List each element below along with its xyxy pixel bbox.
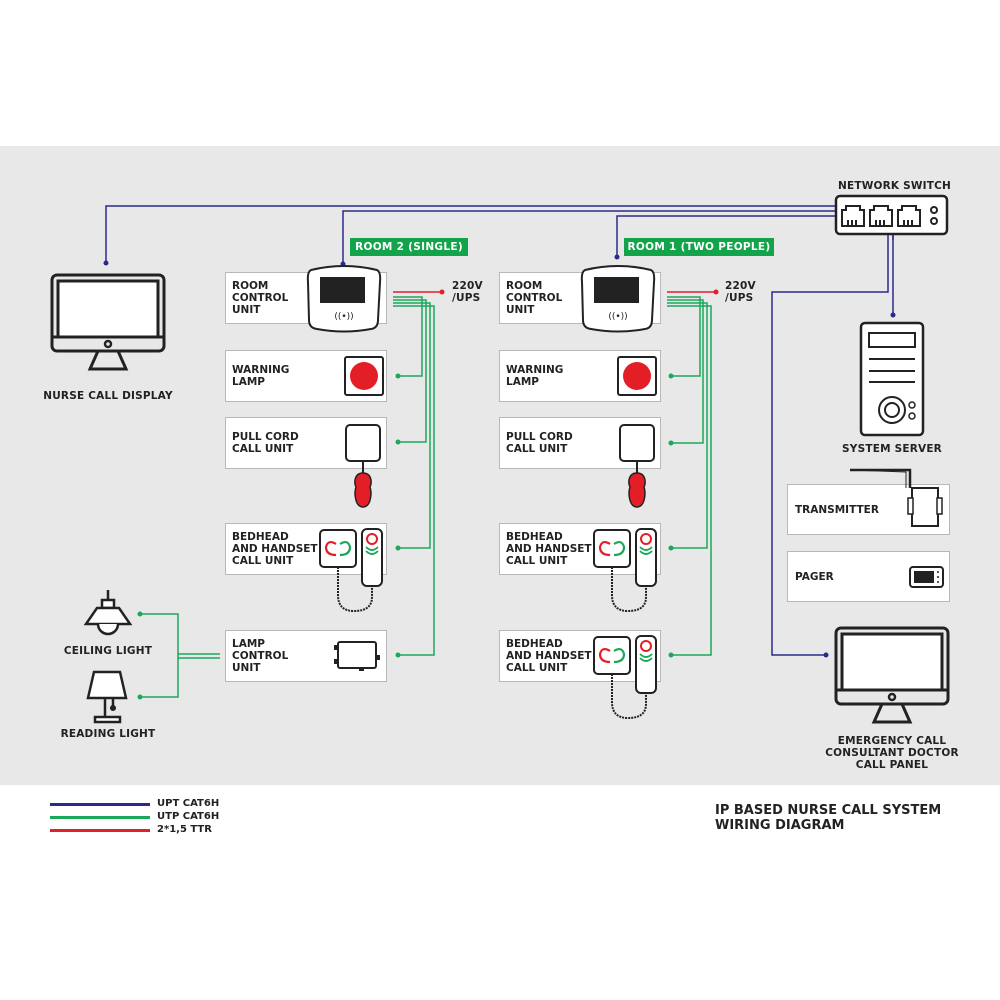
legend-line-upt	[50, 803, 150, 806]
transmitter-icon	[849, 468, 943, 527]
room-control-icon: ((•))	[580, 265, 656, 333]
lamp-wiring	[140, 613, 220, 698]
bedhead-handset-icon	[593, 528, 657, 613]
wire-switch-to-emergency	[771, 235, 889, 656]
unit-label: WARNING LAMP	[232, 364, 290, 388]
room1-bedhead-handset-unit-1: BEDHEAD AND HANDSET CALL UNIT	[499, 523, 661, 575]
upt-cat6h-wires	[105, 205, 894, 656]
svg-text:((•)): ((•))	[608, 312, 627, 322]
pull-cord-icon	[619, 424, 655, 508]
legend-line-utp	[50, 816, 150, 819]
unit-label: PULL CORD CALL UNIT	[506, 431, 573, 455]
unit-label: BEDHEAD AND HANDSET CALL UNIT	[506, 638, 592, 674]
room1-bedhead-handset-unit-2: BEDHEAD AND HANDSET CALL UNIT	[499, 630, 661, 682]
reading-light-label: READING LIGHT	[60, 728, 156, 740]
dot-emergency	[823, 652, 829, 658]
reading-light-icon	[86, 670, 128, 724]
dot-nurse-display	[103, 260, 109, 266]
ceiling-light-icon	[83, 590, 133, 636]
network-switch-icon	[834, 194, 949, 236]
legend-label-utp: UTP CAT6H	[157, 811, 220, 822]
bedhead-handset-icon	[319, 528, 383, 613]
nurse-call-display-icon	[50, 273, 166, 371]
emergency-panel-label: EMERGENCY CALL CONSULTANT DOCTOR CALL PA…	[825, 735, 959, 771]
pager-icon	[909, 566, 944, 588]
dot-room1	[614, 254, 620, 260]
room2-tag: ROOM 2 (SINGLE)	[350, 238, 468, 256]
lamp-control-icon	[334, 641, 380, 671]
room2-wiring	[393, 289, 445, 658]
room1-wiring	[667, 289, 719, 658]
emergency-panel-icon	[834, 626, 950, 724]
room2-pull-cord-unit: PULL CORD CALL UNIT	[225, 417, 387, 469]
system-server-label: SYSTEM SERVER	[842, 443, 942, 455]
room2-power-label: 220V /UPS	[452, 280, 483, 304]
unit-label: BEDHEAD AND HANDSET CALL UNIT	[232, 531, 318, 567]
warning-lamp-icon	[344, 356, 384, 396]
wire-switch-to-room1	[616, 215, 835, 257]
blue-connection-dots	[103, 254, 896, 658]
unit-label: WARNING LAMP	[506, 364, 564, 388]
nurse-call-display-label: NURSE CALL DISPLAY	[43, 390, 173, 402]
unit-label: ROOM CONTROL UNIT	[232, 280, 289, 316]
transmitter-label: TRANSMITTER	[795, 503, 879, 516]
room-control-icon: ((•))	[306, 265, 382, 333]
unit-label: ROOM CONTROL UNIT	[506, 280, 563, 316]
diagram-title: IP BASED NURSE CALL SYSTEM WIRING DIAGRA…	[715, 803, 942, 833]
legend-label-ttr: 2*1,5 TTR	[157, 824, 212, 835]
svg-text:((•)): ((•))	[334, 312, 353, 322]
unit-label: PULL CORD CALL UNIT	[232, 431, 299, 455]
room2-bedhead-handset-unit: BEDHEAD AND HANDSET CALL UNIT	[225, 523, 387, 575]
wire-switch-to-room2	[342, 210, 835, 263]
bedhead-handset-icon	[593, 635, 657, 720]
unit-label: BEDHEAD AND HANDSET CALL UNIT	[506, 531, 592, 567]
system-server-icon	[859, 321, 925, 437]
dot-server	[890, 312, 896, 318]
pull-cord-icon	[345, 424, 381, 508]
network-switch-label: NETWORK SWITCH	[838, 180, 952, 192]
ceiling-light-label: CEILING LIGHT	[63, 645, 153, 657]
legend-line-ttr	[50, 829, 150, 832]
room1-tag: ROOM 1 (TWO PEOPLE)	[624, 238, 774, 256]
legend-label-upt: UPT CAT6H	[157, 798, 220, 809]
room1-power-label: 220V /UPS	[725, 280, 756, 304]
unit-label: LAMP CONTROL UNIT	[232, 638, 289, 674]
wire-switch-to-nurse-display	[105, 205, 835, 262]
pager-label: PAGER	[795, 570, 834, 583]
warning-lamp-icon	[617, 356, 657, 396]
